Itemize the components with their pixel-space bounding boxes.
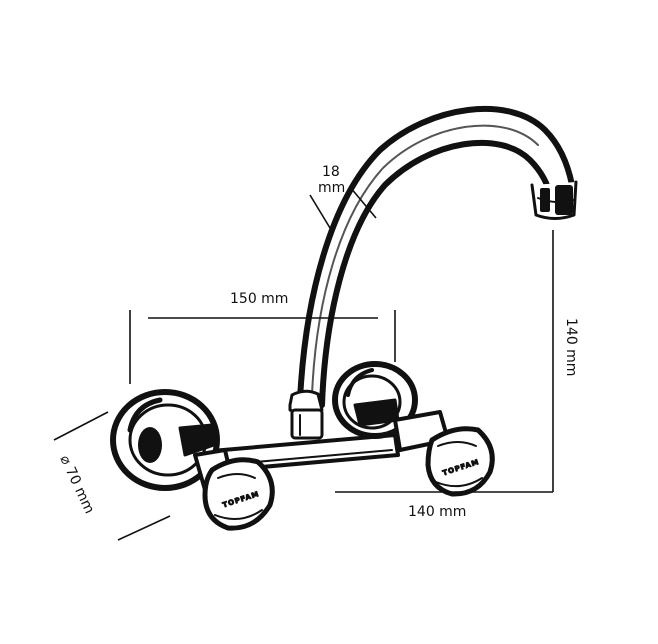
reach-label: 140 mm (408, 504, 466, 520)
right-handle (425, 426, 495, 497)
dimension-lines (53, 186, 554, 541)
spout-outer (297, 105, 575, 403)
spout-width-leader-right (349, 186, 377, 219)
height-label: 140 mm (563, 318, 579, 376)
flange-diameter-label: ⌀ 70 mm (56, 453, 97, 516)
faucet-body: TOPFAM TOPFAM (110, 105, 578, 531)
center-distance-label: 150 mm (230, 291, 288, 307)
diameter-leader-top (53, 411, 109, 441)
spout-width-value: 18 (322, 164, 340, 180)
spout-inner (319, 139, 553, 408)
diameter-leader-bottom (117, 515, 171, 541)
spout-width-unit: mm (318, 180, 345, 196)
spout-width-leader-left (309, 194, 331, 229)
